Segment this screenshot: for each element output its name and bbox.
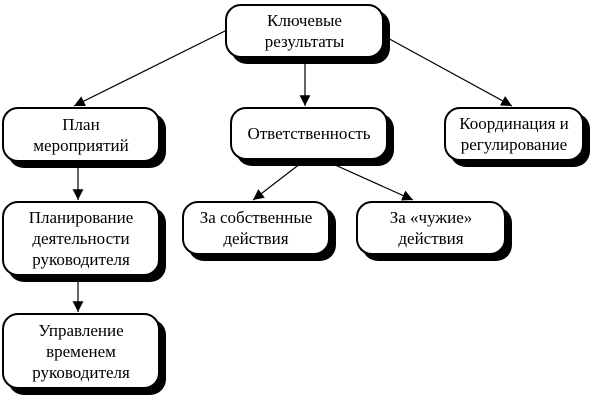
- node-plan-label: План мероприятий: [33, 114, 129, 155]
- node-manager-planning: Планирование деятельности руководителя: [2, 201, 166, 282]
- node-time-management: Управление временем руководителя: [2, 313, 166, 395]
- edge-responsibility-to-others-actions: [323, 159, 414, 201]
- node-own-actions: За собственные действия: [182, 201, 336, 261]
- node-own-actions-label: За собственные действия: [199, 208, 313, 248]
- node-key-results-label: Ключевые результаты: [264, 11, 345, 51]
- edge-key-results-to-plan: [73, 29, 228, 107]
- node-plan: План мероприятий: [2, 107, 166, 168]
- node-others-actions: За «чужие» действия: [356, 201, 512, 261]
- node-manager-planning-label: Планирование деятельности руководителя: [28, 208, 134, 269]
- node-responsibility: Ответственность: [230, 107, 394, 166]
- edge-responsibility-to-own-actions: [252, 159, 306, 201]
- node-key-results: Ключевые результаты: [225, 4, 390, 64]
- node-time-management-label: Управление временем руководителя: [32, 320, 130, 382]
- node-responsibility-label: Ответственность: [247, 124, 371, 143]
- edge-key-results-to-coordination: [383, 35, 513, 107]
- node-coordination-label: Координация и регулирование: [459, 114, 569, 154]
- node-others-actions-label: За «чужие» действия: [389, 208, 473, 248]
- node-coordination: Координация и регулирование: [444, 107, 590, 167]
